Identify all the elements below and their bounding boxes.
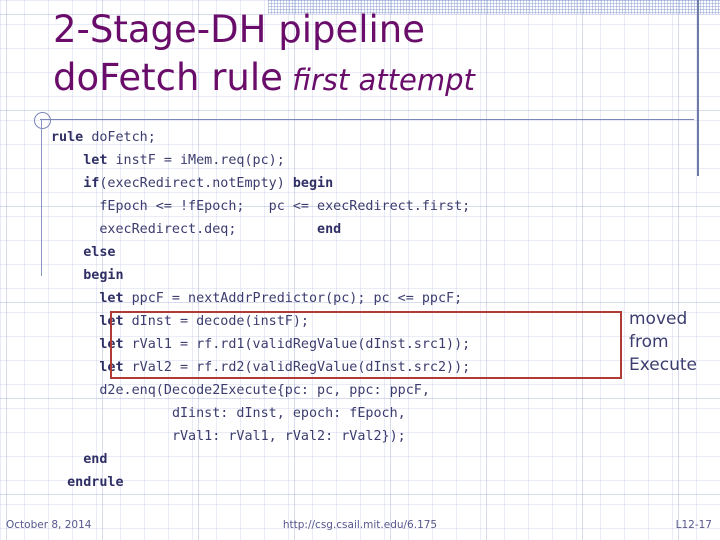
top-dotted-band bbox=[268, 0, 720, 14]
annotation-moved-from-execute: moved from Execute bbox=[629, 308, 719, 377]
code-keyword: if bbox=[83, 176, 100, 191]
code-text: ppcF = nextAddrPredictor(pc); pc <= ppcF… bbox=[131, 291, 463, 306]
code-keyword: let bbox=[99, 360, 132, 375]
annotation-line-3: Execute bbox=[629, 355, 697, 375]
code-text: fEpoch <= !fEpoch; pc <= execRedirect.fi… bbox=[99, 199, 471, 214]
code-text: doFetch; bbox=[91, 130, 156, 145]
code-indent bbox=[51, 337, 99, 352]
code-keyword: let bbox=[99, 337, 132, 352]
code-line: let instF = iMem.req(pc); bbox=[51, 149, 711, 172]
horizontal-rule-decoration bbox=[40, 119, 694, 120]
code-indent bbox=[51, 199, 99, 214]
code-line: let dInst = decode(instF); bbox=[51, 310, 711, 333]
code-indent bbox=[51, 291, 99, 306]
title-line-1: 2-Stage-DH pipeline bbox=[53, 8, 426, 51]
code-text: (execRedirect.notEmpty) bbox=[99, 176, 293, 191]
code-listing: rule doFetch; let instF = iMem.req(pc); … bbox=[51, 126, 711, 494]
code-keyword: let bbox=[99, 291, 132, 306]
code-line: fEpoch <= !fEpoch; pc <= execRedirect.fi… bbox=[51, 195, 711, 218]
code-keyword: let bbox=[83, 153, 116, 168]
code-text: rVal1: rVal1, rVal2: rVal2}); bbox=[171, 429, 406, 444]
code-indent bbox=[51, 245, 83, 260]
code-text: d2e.enq(Decode2Execute{pc: pc, ppc: ppcF… bbox=[99, 383, 430, 398]
code-indent bbox=[51, 268, 83, 283]
code-indent bbox=[51, 222, 99, 237]
left-vertical-rule-decoration bbox=[41, 119, 42, 276]
title-line-2-subtitle: first attempt bbox=[292, 63, 475, 97]
title-line-2-main: doFetch rule bbox=[53, 56, 283, 99]
page-title: 2-Stage-DH pipeline doFetch rule first a… bbox=[53, 6, 693, 104]
footer-url[interactable]: http://csg.csail.mit.edu/6.175 bbox=[282, 519, 438, 531]
code-keyword: endrule bbox=[67, 475, 124, 490]
slide-footer: October 8, 2014 http://csg.csail.mit.edu… bbox=[0, 519, 720, 539]
code-text: rVal2 = rf.rd2(validRegValue(dInst.src2)… bbox=[131, 360, 471, 375]
code-indent bbox=[51, 153, 83, 168]
code-indent bbox=[51, 383, 99, 398]
code-line: execRedirect.deq; end bbox=[51, 218, 711, 241]
code-indent bbox=[51, 475, 67, 490]
code-text: execRedirect.deq; bbox=[99, 222, 318, 237]
code-line: let ppcF = nextAddrPredictor(pc); pc <= … bbox=[51, 287, 711, 310]
code-indent bbox=[51, 314, 99, 329]
code-text: rVal1 = rf.rd1(validRegValue(dInst.src1)… bbox=[131, 337, 471, 352]
code-text: dIinst: dInst, epoch: fEpoch, bbox=[171, 406, 406, 421]
footer-slide-number: L12-17 bbox=[675, 519, 712, 531]
code-line: if(execRedirect.notEmpty) begin bbox=[51, 172, 711, 195]
code-indent bbox=[51, 429, 172, 444]
code-keyword: else bbox=[83, 245, 116, 260]
code-line: d2e.enq(Decode2Execute{pc: pc, ppc: ppcF… bbox=[51, 379, 711, 402]
code-keyword: rule bbox=[51, 130, 92, 145]
right-vertical-rule-decoration bbox=[697, 0, 699, 176]
code-line: rule doFetch; bbox=[51, 126, 711, 149]
code-keyword: begin bbox=[292, 176, 334, 191]
circle-bullet-icon bbox=[34, 112, 51, 129]
code-indent bbox=[51, 406, 172, 421]
code-line: else bbox=[51, 241, 711, 264]
code-line: dIinst: dInst, epoch: fEpoch, bbox=[51, 402, 711, 425]
annotation-line-2: from bbox=[629, 332, 669, 352]
code-indent bbox=[51, 452, 83, 467]
code-line: end bbox=[51, 448, 711, 471]
code-indent bbox=[51, 360, 99, 375]
code-keyword: let bbox=[99, 314, 132, 329]
code-line: rVal1: rVal1, rVal2: rVal2}); bbox=[51, 425, 711, 448]
code-line: let rVal2 = rf.rd2(validRegValue(dInst.s… bbox=[51, 356, 711, 379]
code-text: instF = iMem.req(pc); bbox=[115, 153, 285, 168]
title-line-2: doFetch rule first attempt bbox=[53, 54, 693, 104]
code-line: endrule bbox=[51, 471, 711, 494]
code-line: begin bbox=[51, 264, 711, 287]
annotation-line-1: moved bbox=[629, 309, 688, 329]
code-line: let rVal1 = rf.rd1(validRegValue(dInst.s… bbox=[51, 333, 711, 356]
code-keyword: end bbox=[83, 452, 108, 467]
footer-date: October 8, 2014 bbox=[6, 519, 92, 531]
code-indent bbox=[51, 176, 83, 191]
code-text: dInst = decode(instF); bbox=[131, 314, 309, 329]
code-keyword: begin bbox=[83, 268, 124, 283]
code-keyword: end bbox=[317, 222, 342, 237]
